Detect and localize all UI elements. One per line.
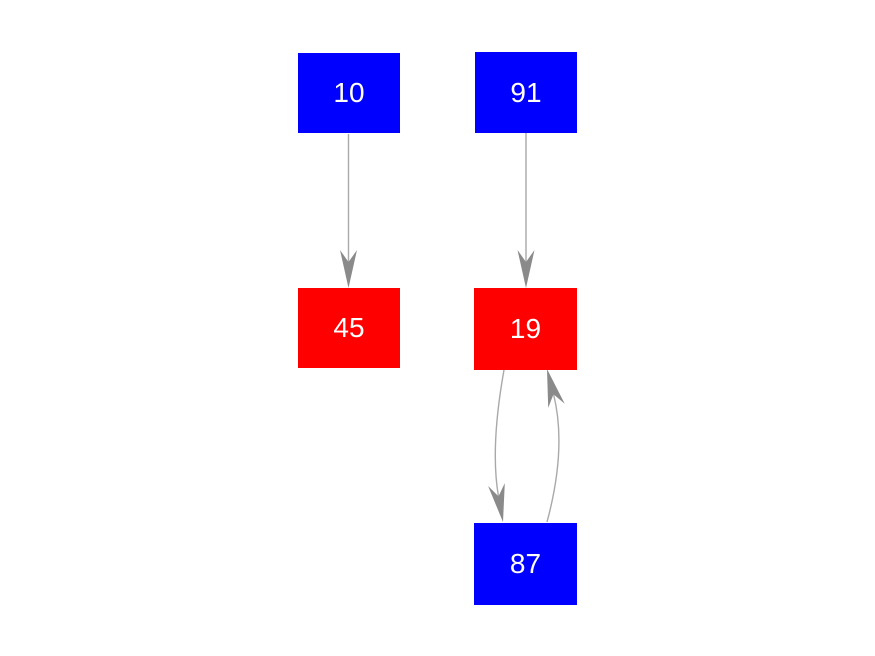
edge-87-19 (546, 393, 560, 523)
graph-node-19[interactable]: 19 (474, 288, 577, 370)
arrowhead-19-87 (488, 483, 505, 522)
node-label: 19 (509, 313, 542, 344)
node-label: 87 (509, 548, 542, 579)
graph-node-45[interactable]: 45 (298, 288, 400, 368)
arrowhead-10-45 (340, 250, 357, 288)
node-label: 10 (333, 77, 365, 108)
arrowhead-91-19 (517, 250, 535, 288)
node-label: 45 (333, 312, 365, 343)
edge-19-87 (494, 369, 505, 497)
graph-node-91[interactable]: 91 (475, 52, 577, 133)
arrowhead-87-19 (547, 369, 565, 408)
graph-node-10[interactable]: 10 (298, 53, 400, 133)
node-label: 91 (510, 76, 542, 108)
graph-node-87[interactable]: 87 (474, 523, 577, 605)
